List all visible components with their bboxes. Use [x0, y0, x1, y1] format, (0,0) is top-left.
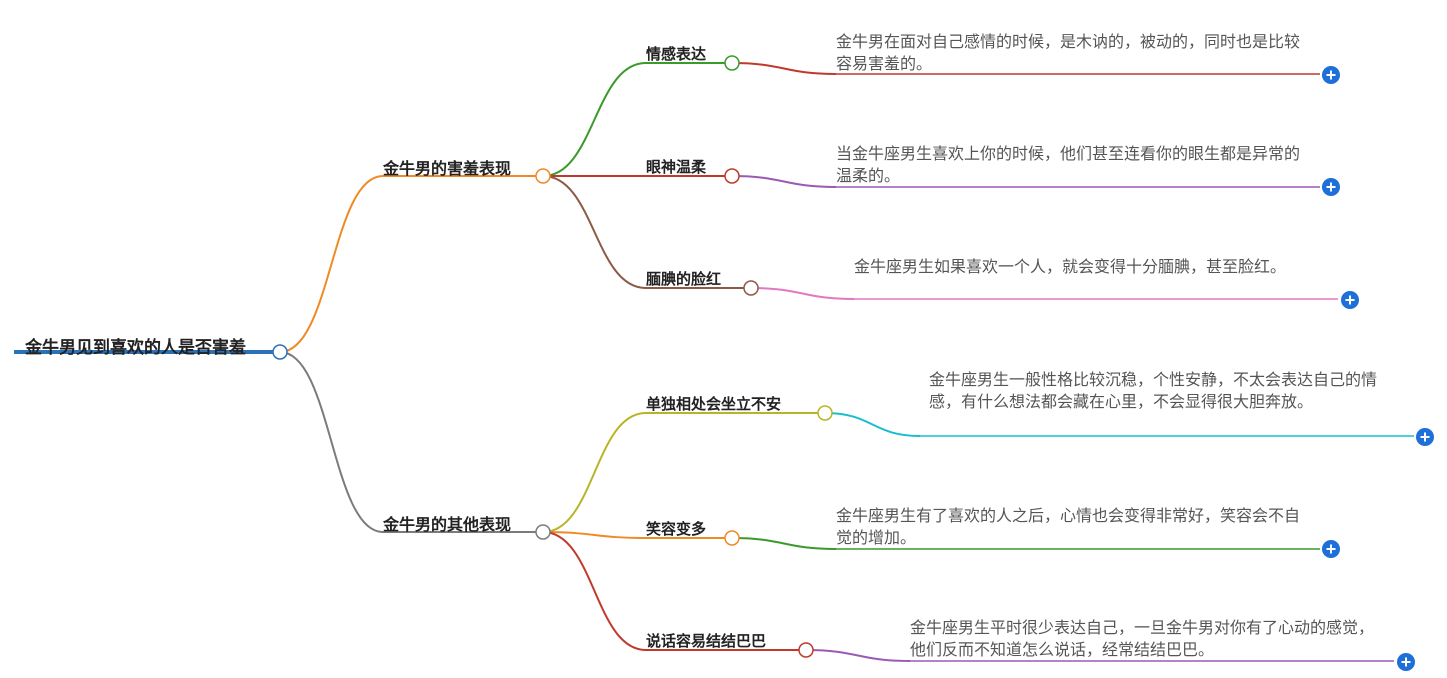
detail-shy-blush: 金牛座男生如果喜欢一个人，就会变得十分腼腆，甚至脸红。 — [854, 257, 1287, 276]
subtopic-stammering[interactable]: 说话容易结结巴巴 — [646, 632, 767, 650]
node-restless — [817, 405, 833, 421]
node-emotion — [724, 55, 740, 71]
node-branch-shy — [535, 168, 551, 184]
subtopic-gentle-eyes[interactable]: 眼神温柔 — [646, 158, 707, 176]
link-blush-detail — [750, 287, 855, 300]
detail-restless-alone: 金牛座男生一般性格比较沉稳，个性安静，不太会表达自己的情感，有什么想法都会藏在心… — [929, 370, 1378, 411]
link-restless-detail — [824, 412, 921, 437]
link-root-shy — [279, 175, 384, 353]
detail-stammering: 金牛座男生平时很少表达自己，一旦金牛男对你有了心动的感觉，他们反而不知道怎么说话… — [910, 618, 1375, 659]
branch-topic-shy[interactable]: 金牛男的害羞表现 — [383, 159, 512, 178]
link-root-other — [279, 351, 384, 533]
link-other-smiles — [542, 531, 647, 539]
subtopic-shy-blush[interactable]: 腼腆的脸红 — [646, 270, 722, 288]
node-eyes — [724, 168, 740, 184]
link-other-restless — [542, 412, 647, 533]
link-stammer-detail — [805, 649, 911, 662]
node-branch-other — [535, 524, 551, 540]
link-smiles-detail — [731, 537, 837, 550]
branch-topic-other[interactable]: 金牛男的其他表现 — [383, 515, 512, 534]
node-smiles — [724, 530, 740, 546]
link-eyes-detail — [731, 175, 837, 188]
detail-more-smiles: 金牛座男生有了喜欢的人之后，心情也会变得非常好，笑容会不自觉的增加。 — [836, 506, 1301, 547]
subtopic-restless-alone[interactable]: 单独相处会坐立不安 — [646, 395, 782, 413]
link-shy-blush — [542, 175, 647, 289]
link-emotion-detail — [731, 62, 837, 75]
link-other-stammer — [542, 531, 647, 651]
node-root — [272, 344, 288, 360]
detail-emotion-expression: 金牛男在面对自己感情的时候，是木讷的，被动的，同时也是比较容易害羞的。 — [836, 32, 1301, 73]
link-shy-emotion — [542, 62, 647, 177]
subtopic-more-smiles[interactable]: 笑容变多 — [646, 520, 707, 538]
node-stammer — [798, 642, 814, 658]
root-topic[interactable]: 金牛男见到喜欢的人是否害羞 — [25, 338, 246, 358]
subtopic-emotion-expression[interactable]: 情感表达 — [646, 45, 707, 63]
node-blush — [743, 280, 759, 296]
detail-gentle-eyes: 当金牛座男生喜欢上你的时候，他们甚至连看你的眼生都是异常的温柔的。 — [836, 144, 1301, 185]
